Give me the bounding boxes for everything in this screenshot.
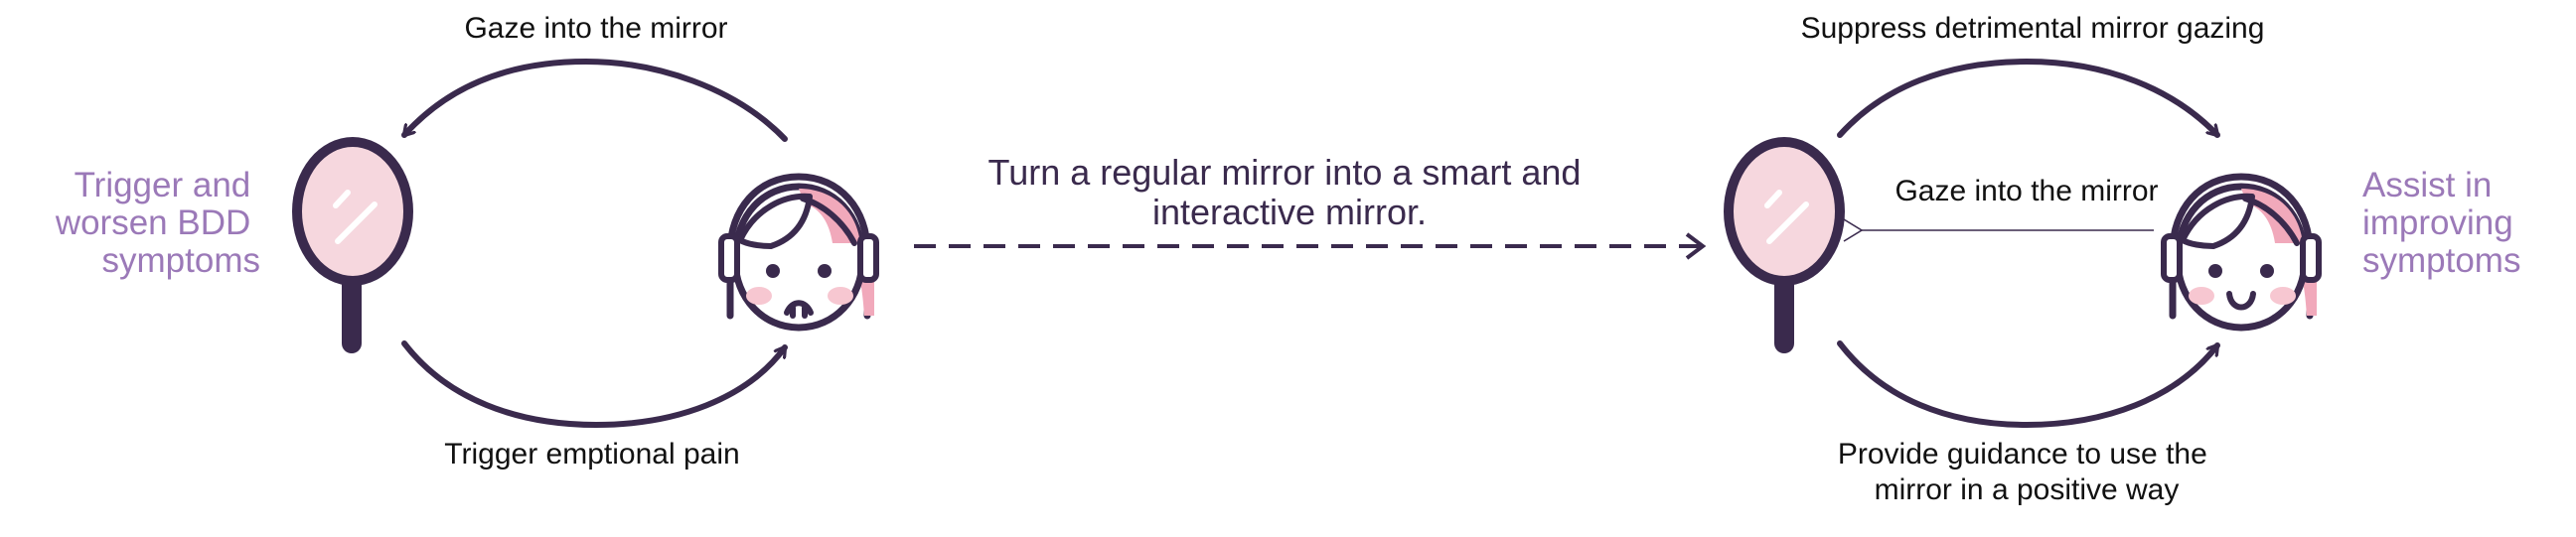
transformation-arrow-group: Turn a regular mirror into a smart and i… bbox=[914, 152, 1707, 260]
assist-label: Assist in improving symptoms bbox=[2362, 166, 2522, 280]
left-symptoms-label: Trigger and worsen BDD symptoms bbox=[55, 166, 260, 280]
transform-text-line-1: Turn a regular mirror into a smart and bbox=[988, 152, 1582, 193]
right-middle-arrow-label: Gaze into the mirror bbox=[1894, 175, 2158, 207]
assist-label-line-1: Assist in bbox=[2362, 166, 2492, 204]
left-scene: Trigger and worsen BDD symptoms bbox=[55, 12, 879, 470]
right-bottom-arrow-label: Provide guidance to use the mirror in a … bbox=[1838, 438, 2215, 506]
transform-text: Turn a regular mirror into a smart and i… bbox=[988, 152, 1591, 232]
right-top-arrow-label: Suppress detrimental mirror gazing bbox=[1801, 12, 2265, 45]
left-bottom-arrow-label: Trigger emptional pain bbox=[444, 438, 739, 470]
suppress-arrow-right bbox=[1837, 58, 2220, 138]
hand-mirror-icon bbox=[1724, 137, 1845, 353]
gaze-arrow-left bbox=[401, 58, 788, 142]
right-bottom-label-line-2: mirror in a positive way bbox=[1875, 473, 2180, 506]
left-symptoms-line-3: symptoms bbox=[102, 241, 260, 280]
guidance-arrow-right bbox=[1837, 340, 2220, 429]
left-symptoms-line-1: Trigger and bbox=[75, 166, 251, 204]
left-symptoms-line-2: worsen BDD bbox=[55, 203, 250, 242]
happy-girl-face-icon bbox=[2161, 173, 2322, 332]
assist-label-line-3: symptoms bbox=[2362, 241, 2520, 280]
pain-arrow-left bbox=[401, 340, 788, 429]
assist-label-line-2: improving bbox=[2362, 203, 2513, 242]
sad-girl-face-icon bbox=[718, 173, 879, 332]
right-bottom-label-line-1: Provide guidance to use the bbox=[1838, 438, 2207, 470]
left-top-arrow-label: Gaze into the mirror bbox=[464, 12, 727, 45]
right-scene: Suppress detrimental mirror gazing Gaze … bbox=[1724, 12, 2522, 506]
hand-mirror-icon bbox=[292, 137, 413, 353]
transform-text-line-2: interactive mirror. bbox=[1152, 192, 1427, 232]
